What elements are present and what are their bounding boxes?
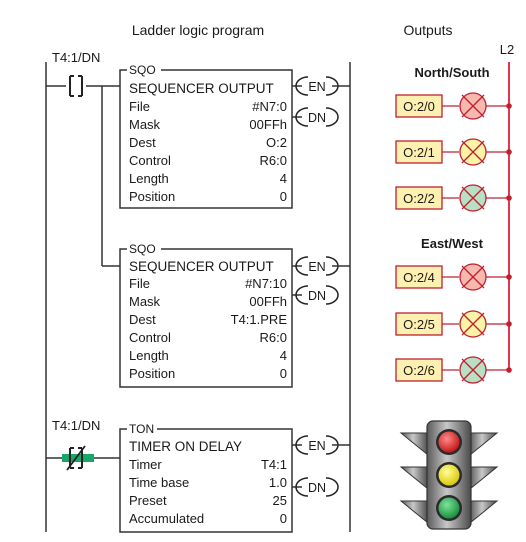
param-label: Control <box>129 153 171 168</box>
param-label: File <box>129 99 150 114</box>
coil-label: DN <box>308 481 326 495</box>
param-value: 25 <box>273 493 287 508</box>
param-label: Position <box>129 366 175 381</box>
ton-instruction-block[interactable]: TON TIMER ON DELAY Timer T4:1 Time base … <box>119 422 293 533</box>
output-address: O:2/2 <box>403 191 435 206</box>
param-label: Timer <box>129 457 162 472</box>
param-label: Preset <box>129 493 167 508</box>
param-value: 0 <box>280 189 287 204</box>
traffic-green-lamp <box>438 497 460 519</box>
output-address: O:2/0 <box>403 99 435 114</box>
instruction-title: TIMER ON DELAY <box>129 439 242 454</box>
output-lamp-o2-1[interactable]: O:2/1 <box>395 138 512 166</box>
contact-tag: T4:1/DN <box>52 418 100 433</box>
rung-2: SQO SEQUENCER OUTPUT File #N7:10 Mask 00… <box>102 242 350 388</box>
instruction-mnemonic: TON <box>129 422 154 436</box>
ladder-heading: Ladder logic program <box>132 22 264 38</box>
coil-label: EN <box>308 80 325 94</box>
param-label: File <box>129 276 150 291</box>
examine-if-closed-contact[interactable] <box>69 75 83 97</box>
en-coil[interactable]: EN <box>295 256 339 276</box>
param-label: Length <box>129 348 169 363</box>
param-label: Mask <box>129 117 161 132</box>
output-lamp-o2-2[interactable]: O:2/2 <box>395 184 512 212</box>
output-address: O:2/1 <box>403 145 435 160</box>
param-value: R6:0 <box>260 153 287 168</box>
instruction-title: SEQUENCER OUTPUT <box>129 259 274 274</box>
param-value: R6:0 <box>260 330 287 345</box>
output-address: O:2/4 <box>403 270 435 285</box>
dn-coil[interactable]: DN <box>295 107 339 127</box>
traffic-light-icon <box>399 420 499 530</box>
coil-label: EN <box>308 439 325 453</box>
param-value: T4:1.PRE <box>231 312 288 327</box>
param-label: Mask <box>129 294 161 309</box>
param-label: Control <box>129 330 171 345</box>
instruction-title: SEQUENCER OUTPUT <box>129 81 274 96</box>
traffic-yellow-lamp <box>438 464 460 486</box>
en-coil[interactable]: EN <box>295 76 339 96</box>
output-address: O:2/6 <box>403 363 435 378</box>
param-value: #N7:10 <box>245 276 287 291</box>
output-lamp-o2-0[interactable]: O:2/0 <box>395 92 512 120</box>
coil-label: EN <box>308 260 325 274</box>
en-coil[interactable]: EN <box>295 435 339 455</box>
param-label: Length <box>129 171 169 186</box>
output-lamp-o2-4[interactable]: O:2/4 <box>395 263 512 291</box>
param-value: 4 <box>280 171 287 186</box>
instruction-mnemonic: SQO <box>129 63 156 77</box>
instruction-mnemonic: SQO <box>129 242 156 256</box>
group-title-east-west: East/West <box>421 236 484 251</box>
param-label: Dest <box>129 135 156 150</box>
param-value: 00FFh <box>249 294 287 309</box>
param-value: O:2 <box>266 135 287 150</box>
param-value: 0 <box>280 366 287 381</box>
dn-coil[interactable]: DN <box>295 477 339 497</box>
dn-coil[interactable]: DN <box>295 285 339 305</box>
output-address: O:2/5 <box>403 317 435 332</box>
param-label: Dest <box>129 312 156 327</box>
outputs-panel: North/South East/West O:2/0 O:2/1 O:2/2 <box>395 62 512 384</box>
param-value: #N7:0 <box>252 99 287 114</box>
output-lamp-o2-5[interactable]: O:2/5 <box>395 310 512 338</box>
group-title-north-south: North/South <box>414 65 489 80</box>
sqo-instruction-block[interactable]: SQO SEQUENCER OUTPUT File #N7:0 Mask 00F… <box>119 63 293 209</box>
param-label: Accumulated <box>129 511 204 526</box>
param-label: Position <box>129 189 175 204</box>
param-value: 1.0 <box>269 475 287 490</box>
param-label: Time base <box>129 475 189 490</box>
contact-tag: T4:1/DN <box>52 50 100 65</box>
traffic-red-lamp <box>438 431 460 453</box>
output-lamp-o2-6[interactable]: O:2/6 <box>395 356 512 384</box>
param-value: 00FFh <box>249 117 287 132</box>
examine-if-open-contact[interactable] <box>62 445 94 471</box>
param-value: 4 <box>280 348 287 363</box>
rung-3: T4:1/DN TON TIMER ON DELAY Timer T4:1 Ti… <box>46 418 350 533</box>
outputs-heading: Outputs <box>403 22 452 38</box>
param-value: 0 <box>280 511 287 526</box>
coil-label: DN <box>308 289 326 303</box>
rung-1: T4:1/DN SQO SEQUENCER OUTPUT File #N7:0 … <box>46 50 350 266</box>
coil-label: DN <box>308 111 326 125</box>
param-value: T4:1 <box>261 457 287 472</box>
l2-label: L2 <box>500 42 514 57</box>
sqo-instruction-block[interactable]: SQO SEQUENCER OUTPUT File #N7:10 Mask 00… <box>119 242 293 388</box>
